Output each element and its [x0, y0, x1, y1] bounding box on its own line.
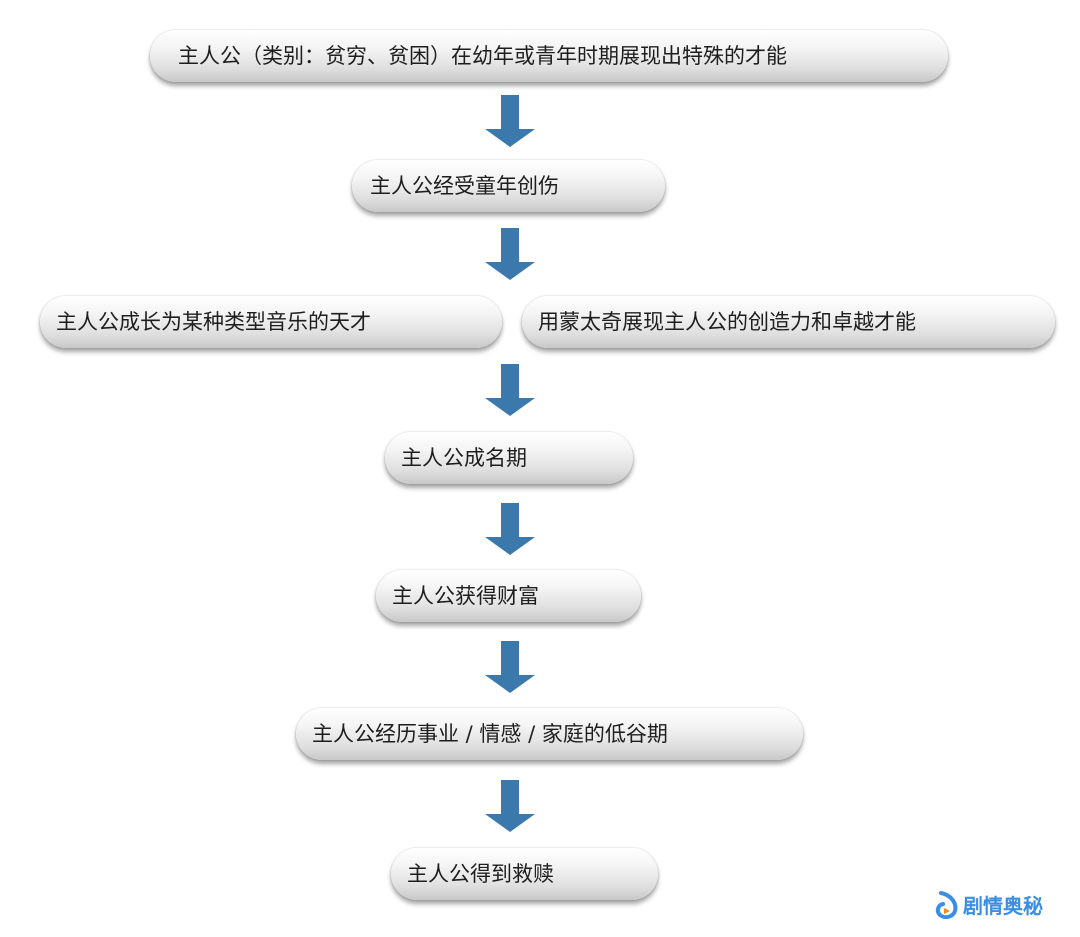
step-2-childhood-trauma: 主人公经受童年创伤 — [352, 160, 665, 212]
step-4-fame: 主人公成名期 — [385, 432, 633, 484]
arrow-down-icon — [485, 641, 535, 693]
watermark-text: 剧情奥秘 — [963, 894, 1043, 918]
arrow-down-icon — [485, 364, 535, 416]
step-5-wealth: 主人公获得财富 — [376, 570, 641, 622]
step-3a-music-genius: 主人公成长为某种类型音乐的天才 — [40, 296, 502, 348]
step-3b-montage: 用蒙太奇展现主人公的创造力和卓越才能 — [522, 296, 1055, 348]
step-7-redemption: 主人公得到救赎 — [391, 848, 658, 900]
arrow-down-icon — [485, 228, 535, 280]
arrow-down-icon — [485, 95, 535, 147]
arrow-down-icon — [485, 503, 535, 555]
arrow-down-icon — [485, 780, 535, 832]
step-1-talent: 主人公（类别：贫穷、贫困）在幼年或青年时期展现出特殊的才能 — [150, 30, 948, 82]
watermark: 剧情奥秘 — [935, 890, 1043, 919]
watermark-logo-icon — [935, 890, 958, 919]
step-6-low-point: 主人公经历事业 / 情感 / 家庭的低谷期 — [296, 708, 803, 760]
